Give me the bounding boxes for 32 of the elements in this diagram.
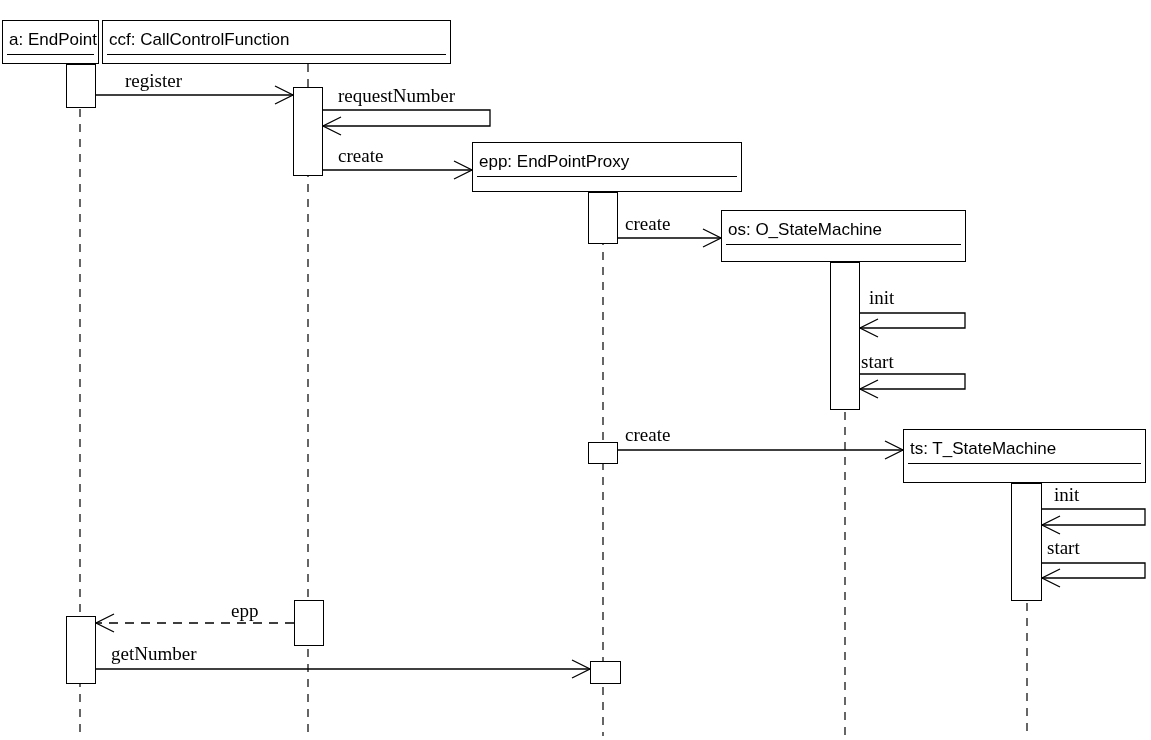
activation-bar (294, 600, 324, 646)
self-message-arrow (1041, 562, 1146, 588)
self-message-arrow (859, 312, 966, 338)
activation-bar (588, 442, 618, 464)
message-arrow (322, 160, 473, 180)
message-arrow (617, 228, 722, 248)
message-label: getNumber (110, 644, 198, 664)
self-message-arrow (859, 373, 966, 399)
activation-bar (1011, 483, 1042, 601)
message-label: register (124, 71, 183, 91)
object-name: ccf: CallControlFunction (107, 24, 446, 55)
object-name: os: O_StateMachine (726, 214, 961, 245)
activation-bar (66, 616, 96, 684)
object-name: epp: EndPointProxy (477, 146, 737, 177)
self-message-arrow (322, 109, 491, 136)
self-message-arrow (1041, 508, 1146, 535)
object-box (102, 20, 451, 64)
activation-bar (588, 192, 618, 244)
message-arrow (95, 85, 294, 105)
message-arrow (617, 440, 904, 460)
object-name: ts: T_StateMachine (908, 433, 1141, 464)
activation-bar (66, 64, 96, 108)
object-box (2, 20, 99, 64)
object-box (903, 429, 1146, 483)
activation-bar (590, 661, 621, 684)
activation-bar (830, 262, 860, 410)
activation-bar (293, 87, 323, 176)
object-box (721, 210, 966, 262)
object-box (472, 142, 742, 192)
message-label: requestNumber (337, 86, 457, 106)
message-arrow (95, 659, 591, 679)
return-arrow (95, 613, 295, 633)
